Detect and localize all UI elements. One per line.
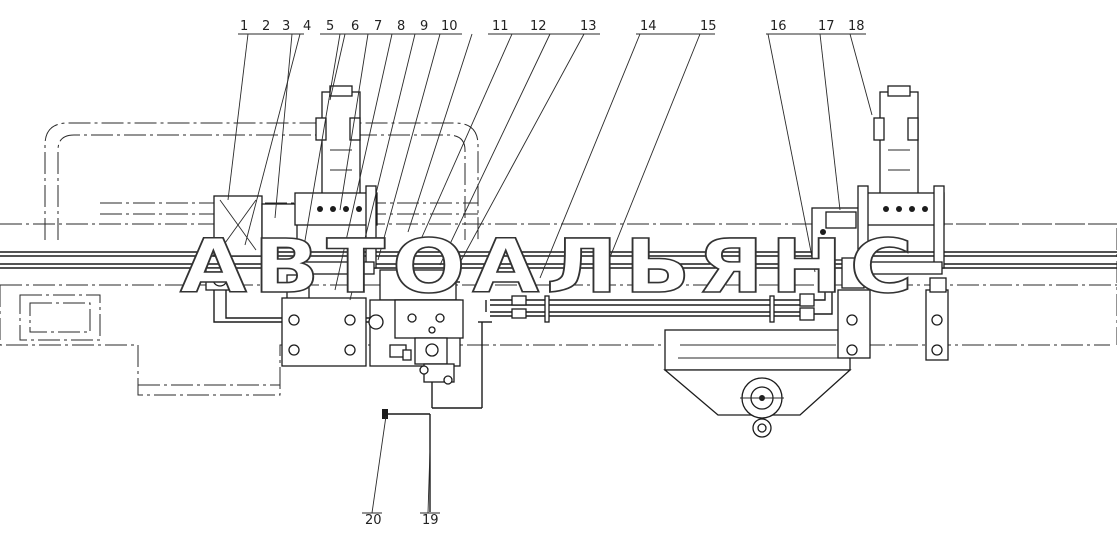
callout-18: 18 (848, 19, 865, 34)
callout-6: 6 (351, 19, 359, 34)
label-underlines (238, 33, 866, 514)
callout-3: 3 (282, 19, 290, 34)
valve-block (368, 269, 492, 512)
hydraulic-lines (490, 278, 833, 323)
callout-8: 8 (397, 19, 405, 34)
callout-2: 2 (262, 19, 270, 34)
callout-10: 10 (441, 19, 458, 34)
callout-20: 20 (365, 513, 382, 528)
leader-lines (227, 33, 873, 514)
callout-9: 9 (420, 19, 428, 34)
right-cylinder-block (811, 207, 865, 289)
callout-7: 7 (374, 19, 382, 34)
callout-16: 16 (770, 19, 787, 34)
callout-5: 5 (326, 19, 334, 34)
left-cylinder-block (205, 195, 390, 323)
callout-11: 11 (492, 19, 509, 34)
callout-12: 12 (530, 19, 547, 34)
callout-4: 4 (303, 19, 311, 34)
callout-19: 19 (422, 513, 439, 528)
callout-labels: 1 2 3 4 5 6 7 8 9 10 11 12 13 14 15 16 1… (240, 19, 865, 528)
callout-14: 14 (640, 19, 657, 34)
tow-bracket (663, 329, 852, 438)
watermark-text: АВТОАЛЬЯНС (180, 224, 920, 310)
callout-15: 15 (700, 19, 717, 34)
left-lift-post (281, 85, 378, 367)
right-lift-post (837, 85, 949, 361)
callout-13: 13 (580, 19, 597, 34)
callout-17: 17 (818, 19, 835, 34)
callout-1: 1 (240, 19, 248, 34)
